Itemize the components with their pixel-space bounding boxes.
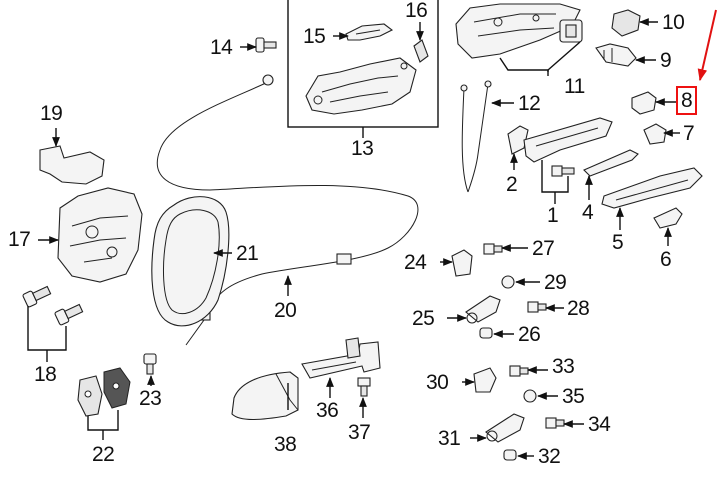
bolt-part-37 [357,377,371,397]
bracket-part-24 [451,249,473,277]
callout-27: 27 [532,237,555,260]
cylinder-part-9 [595,43,637,67]
callout-9: 9 [660,49,672,72]
callout-12: 12 [518,92,541,115]
rod-part-12 [460,80,492,193]
callout-33: 33 [552,355,575,378]
callout-23: 23 [139,387,162,410]
callout-4: 4 [582,201,594,224]
callout-5: 5 [612,231,624,254]
callout-7: 7 [683,122,695,145]
callout-32: 32 [538,445,561,468]
inner-handle-part [305,57,417,115]
bolt-part-23 [143,353,157,375]
bracket-part-19 [39,145,105,185]
clip-part-16 [413,39,429,63]
callout-17: 17 [8,228,31,251]
cable-end-upper [262,74,274,86]
screw-part-28 [527,301,547,313]
callout-34: 34 [588,413,611,436]
plug-part-26 [479,327,493,339]
callout-6: 6 [660,248,672,271]
screw-part-34 [545,417,565,429]
callout-30: 30 [426,371,449,394]
check-strap-part-36 [301,337,381,379]
cap-part-11-b [559,19,583,43]
seal-part-7 [643,123,667,145]
cap-part-6 [653,207,683,229]
cap-part-8 [631,91,657,115]
callout-18: 18 [34,363,57,386]
washer-part-35 [523,389,537,403]
handle-trim-part-15 [345,23,394,41]
callout-19: 19 [40,102,63,125]
cap-part-10 [611,9,641,37]
outer-handle-part-5 [601,167,703,209]
callout-13: 13 [351,137,374,160]
callout-11: 11 [564,75,585,98]
hinge-part-25 [465,295,501,324]
callout-31: 31 [438,427,461,450]
callout-21: 21 [236,242,259,265]
highlight-arrow [697,9,717,82]
callout-28: 28 [567,297,590,320]
nut-part-29 [501,275,515,289]
plug-part-32 [503,449,517,461]
callout-22: 22 [92,443,115,466]
callout-36: 36 [316,399,339,422]
screw-part-14 [255,37,277,53]
door-lock-part-17 [57,187,143,283]
callout-20: 20 [274,299,297,322]
callout-37: 37 [348,421,371,444]
callout-15: 15 [303,25,326,48]
screws-part-18 [22,285,84,326]
cable-clip [336,253,352,265]
callout-14: 14 [210,36,233,59]
hinge-part-31 [485,413,525,443]
callout-35: 35 [562,385,585,408]
leader-lines [27,18,680,460]
callout-38: 38 [274,433,297,456]
callout-10: 10 [662,11,685,34]
screw-part-27 [483,243,503,255]
gasket-part-4 [583,149,639,177]
gasket-part-21 [151,196,230,327]
release-cable [156,81,419,346]
screw-part-1 [551,165,575,177]
callout-16: 16 [405,0,428,22]
cover-part-38 [231,371,299,421]
callout-26: 26 [518,323,541,346]
screw-part-33 [509,365,529,377]
keys-part-22 [77,367,131,417]
callout-24: 24 [404,251,427,274]
callout-29: 29 [544,271,567,294]
callout-25: 25 [412,307,435,330]
callout-8: 8 [676,86,698,115]
bracket-part-30 [473,367,497,393]
callout-1: 1 [547,204,559,227]
outer-handle-frame-part-1 [523,117,613,163]
callout-2: 2 [506,173,518,196]
